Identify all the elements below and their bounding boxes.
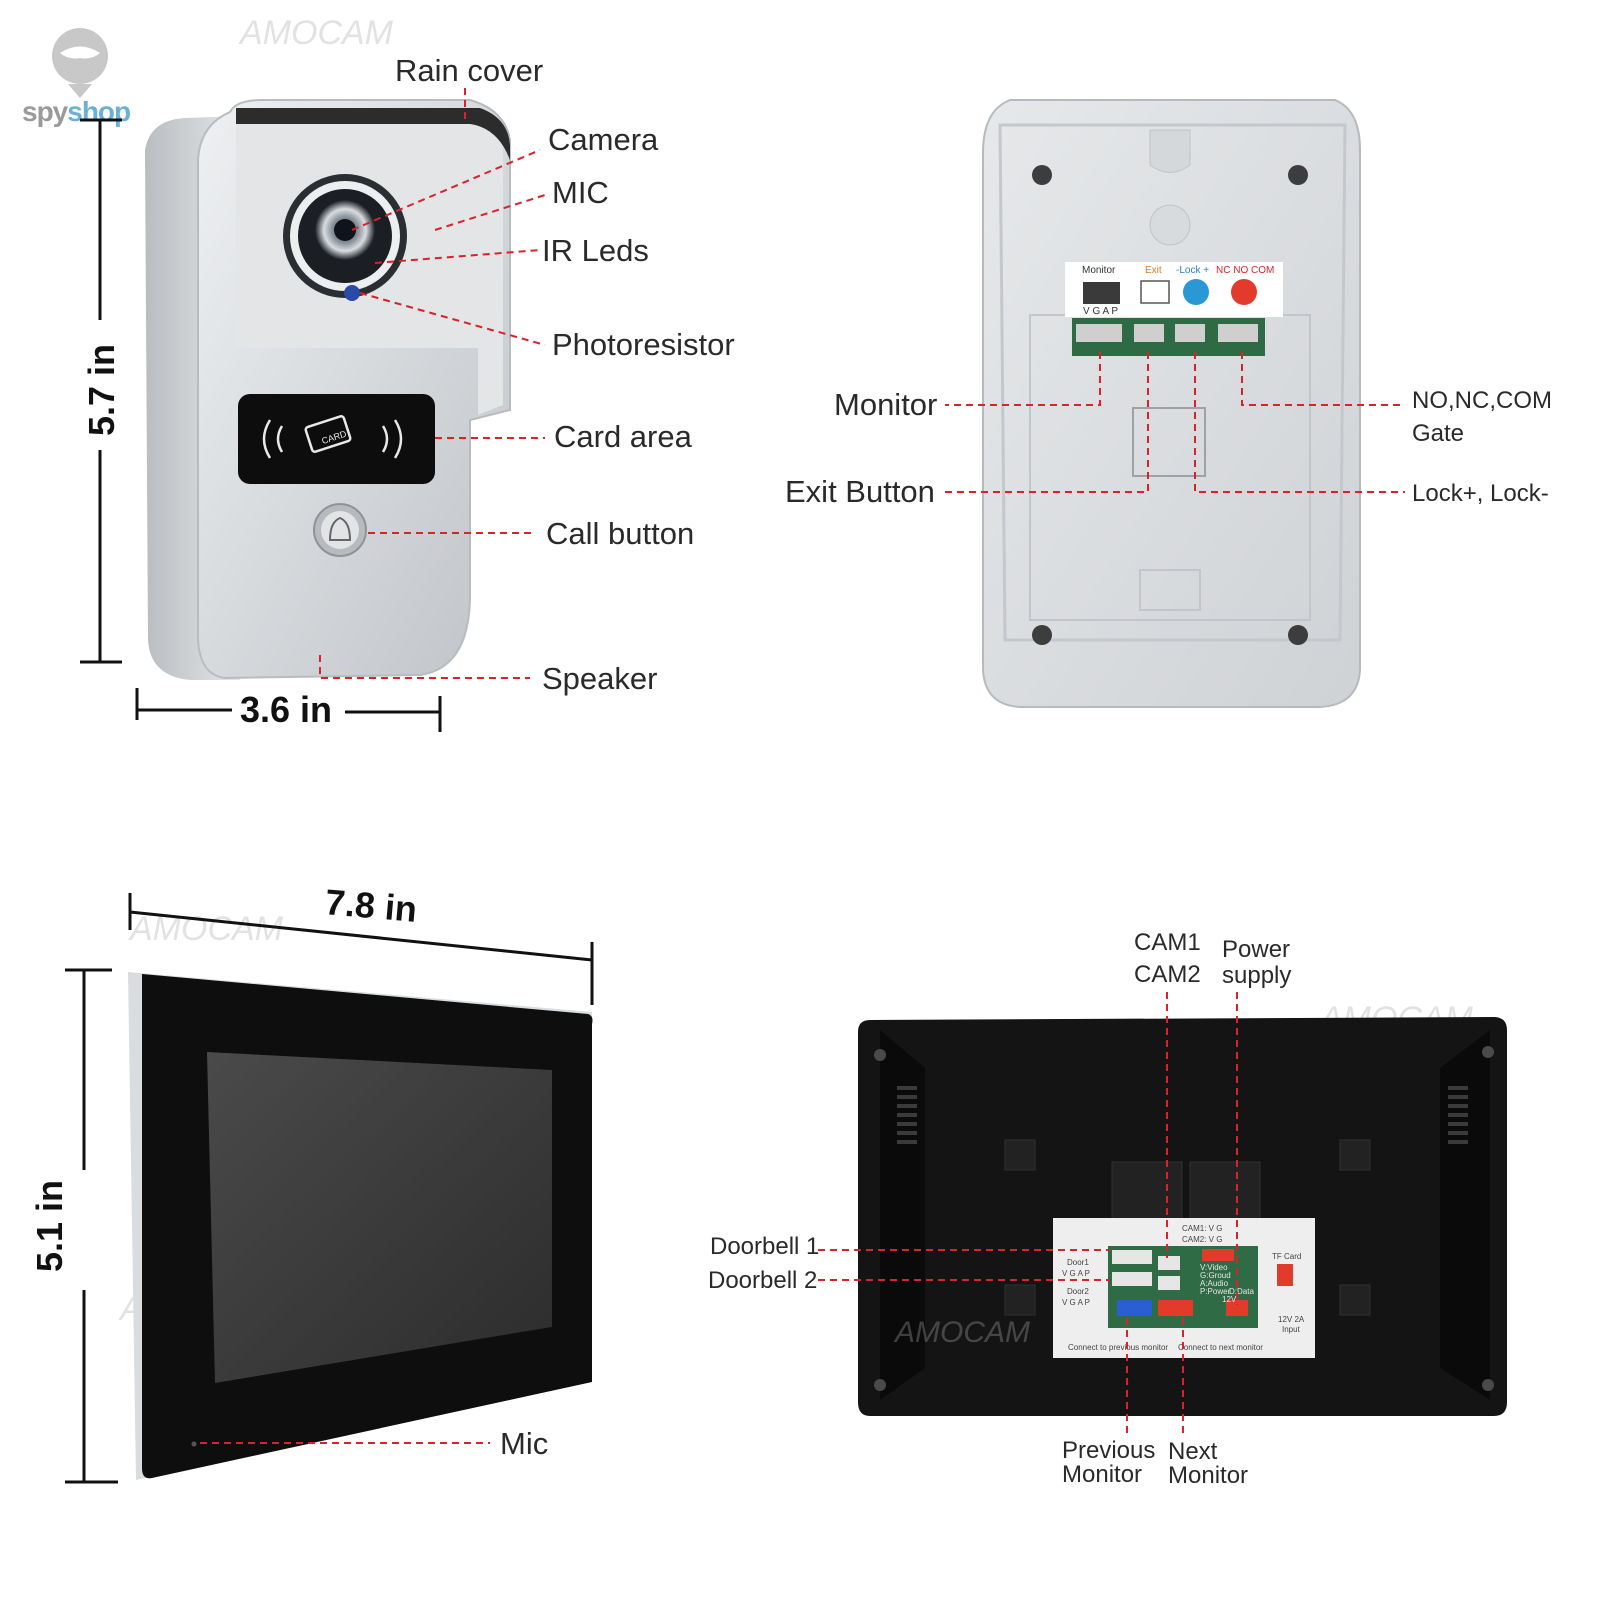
svg-text:Connect to previous monitor: Connect to previous monitor	[1068, 1343, 1168, 1352]
svg-text:Door2: Door2	[1067, 1287, 1089, 1296]
watermark: AMOCAM	[893, 1316, 1030, 1349]
watermark: AMOCAM	[240, 14, 393, 52]
camera-label: Camera	[548, 122, 659, 157]
lock-label: Lock+, Lock-	[1412, 480, 1549, 507]
svg-text:12V: 12V	[1222, 1295, 1237, 1304]
gate-label: Gate	[1412, 420, 1465, 447]
watermark: AMOCAM	[130, 910, 283, 948]
doorbell-front-dimensions	[80, 118, 442, 732]
svg-text:P:Power: P:Power	[1200, 1287, 1231, 1296]
mic-label: MIC	[552, 175, 609, 210]
svg-text:Connect to next monitor: Connect to next monitor	[1178, 1343, 1263, 1352]
mic-label: Mic	[500, 1426, 549, 1461]
monitor-port-label: Monitor	[834, 387, 938, 422]
svg-text:NC NO COM: NC NO COM	[1216, 265, 1274, 276]
doorbell-front-leaders	[319, 88, 546, 679]
doorbell2-label: Doorbell 2	[708, 1267, 818, 1294]
svg-text:CAM1: V G: CAM1: V G	[1182, 1224, 1222, 1233]
svg-text:V G A P: V G A P	[1062, 1298, 1090, 1307]
speaker-label: Speaker	[542, 661, 658, 696]
svg-text:-Lock +: -Lock +	[1176, 265, 1209, 276]
photoresistor-label: Photoresistor	[552, 327, 735, 362]
ir-leds-label: IR Leds	[542, 233, 649, 268]
svg-text:G:Groud: G:Groud	[1200, 1271, 1231, 1280]
width-dimension-label: 3.6 in	[240, 689, 333, 730]
monitor-width-dimension-label: 7.8 in	[323, 881, 419, 930]
svg-text:Door1: Door1	[1067, 1258, 1089, 1267]
power-supply-label: supply	[1222, 962, 1292, 989]
spyshop-logo	[52, 28, 108, 98]
monitor-front-unit	[128, 972, 593, 1480]
cam1-label: CAM1	[1134, 929, 1201, 956]
svg-text:Exit: Exit	[1145, 265, 1162, 276]
monitor-back-leaders	[818, 992, 1238, 1438]
svg-text:D:Data: D:Data	[1229, 1287, 1254, 1296]
svg-text:A:Audio: A:Audio	[1200, 1279, 1229, 1288]
doorbell-back-leaders	[945, 352, 1405, 493]
svg-text:V:Video: V:Video	[1200, 1263, 1228, 1272]
monitor-front-dimensions	[65, 893, 594, 1484]
svg-text:CAM2: V G: CAM2: V G	[1182, 1235, 1222, 1244]
monitor-height-dimension-label: 5.1 in	[29, 1179, 70, 1273]
height-dimension-label: 5.7 in	[81, 343, 122, 437]
svg-text:V G A P: V G A P	[1062, 1269, 1090, 1278]
svg-text:V G A P: V G A P	[1083, 306, 1118, 317]
previous-monitor-label: Previous	[1062, 1437, 1156, 1464]
svg-text:TF Card: TF Card	[1272, 1252, 1301, 1261]
call-button-label: Call button	[546, 516, 695, 551]
no-nc-com-label: NO,NC,COM	[1412, 387, 1552, 414]
logo-text: spyshop	[22, 96, 131, 127]
power-supply-label: Power	[1222, 936, 1291, 963]
doorbell-back-terminal-text: Monitor Exit -Lock + NC NO COM V G A P	[1082, 265, 1274, 317]
card-area-label: Card area	[554, 419, 692, 454]
next-monitor-label: Next	[1168, 1438, 1218, 1465]
svg-text:12V 2A: 12V 2A	[1278, 1315, 1305, 1324]
doorbell-back-unit	[982, 99, 1361, 708]
doorbell1-label: Doorbell 1	[710, 1233, 820, 1260]
next-monitor-label: Monitor	[1168, 1462, 1249, 1489]
svg-text:Input: Input	[1282, 1325, 1301, 1334]
svg-text:Monitor: Monitor	[1082, 265, 1116, 276]
monitor-back-panel-text: CAM1: V G CAM2: V G Door1 V G A P Door2 …	[1062, 1224, 1305, 1352]
previous-monitor-label: Monitor	[1062, 1461, 1143, 1488]
rain-cover-label: Rain cover	[395, 53, 544, 88]
exit-button-label: Exit Button	[785, 474, 935, 509]
cam2-label: CAM2	[1134, 961, 1201, 988]
